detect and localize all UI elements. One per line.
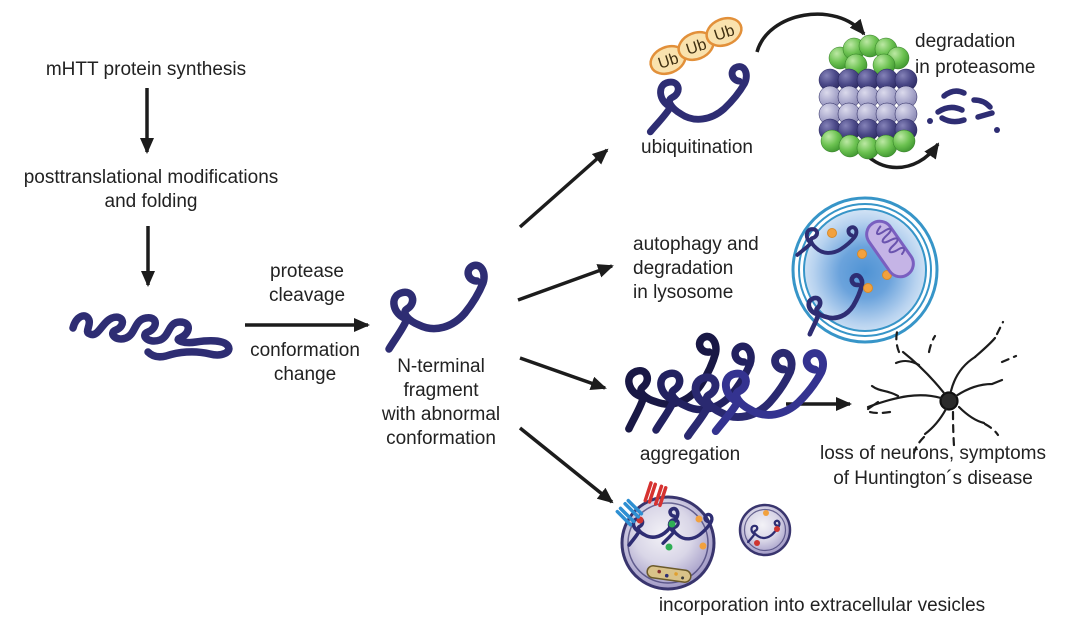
n-terminal-fragment — [389, 265, 484, 349]
arrow-to-ubiquitination — [518, 148, 609, 229]
n-terminal-line-2: fragment — [403, 380, 479, 401]
degradation-line-1: degradation — [915, 31, 1016, 52]
n-terminal-line-3: with abnormal — [381, 404, 501, 425]
autophagy-line-1: autophagy and — [633, 234, 759, 255]
mitochondria — [865, 219, 915, 279]
autophagy-line-3: in lysosome — [633, 282, 734, 303]
aggregate — [620, 336, 824, 442]
arrow-to-autophagy — [517, 264, 614, 302]
ub-label-1: Ub — [656, 50, 681, 73]
vesicle-dot-red — [754, 540, 760, 546]
synthesis-label: mHTT protein synthesis — [45, 59, 247, 80]
vesicle-dot-green — [668, 520, 676, 528]
degradation-proteasome-label: degradation in proteasome — [915, 29, 1078, 81]
protease-cleavage-label: protease cleavage — [247, 260, 367, 308]
vesicle-dot-orange — [699, 542, 707, 550]
modifications-label: posttranslational modifications and fold… — [0, 166, 302, 214]
proteasome — [818, 34, 918, 160]
ub-label-2: Ub — [684, 36, 709, 59]
ub-oval-3 — [705, 16, 743, 48]
receptor-red — [643, 481, 668, 508]
full-length-protein — [73, 316, 229, 357]
vesicle-dot-green — [665, 543, 673, 551]
arrow-to-vesicles — [518, 426, 614, 504]
conformation-line-2: change — [273, 364, 337, 385]
neuron-soma — [939, 391, 959, 411]
ubiquitin-chain: Ub Ub Ub — [649, 16, 743, 76]
protease-line-2: cleavage — [268, 285, 346, 306]
ubiquitination-label: ubiquitination — [641, 137, 753, 158]
extracellular-vesicles — [615, 481, 792, 591]
vesicles-label: incorporation into extracellular vesicle… — [658, 595, 986, 616]
lysosome — [791, 196, 939, 344]
vesicle-dot-red — [774, 526, 780, 532]
degraded-aggregate-body — [646, 565, 692, 583]
n-terminal-label: N-terminal fragment with abnormal confor… — [366, 355, 516, 451]
conformation-change-label: conformation change — [240, 339, 370, 387]
n-terminal-line-1: N-terminal — [397, 356, 485, 377]
modifications-line-1: posttranslational modifications — [23, 167, 279, 188]
vesicle-dot-orange — [695, 515, 703, 523]
n-terminal-line-4: conformation — [386, 428, 496, 449]
neuron-loss-line-2: of Huntington´s disease — [833, 468, 1033, 489]
small-vesicle — [738, 503, 792, 557]
degradation-line-2: in proteasome — [915, 57, 1036, 78]
conformation-line-1: conformation — [250, 340, 360, 361]
autophagy-label: autophagy and degradation in lysosome — [633, 233, 803, 305]
neuron-loss-label: loss of neurons, symptoms of Huntington´… — [800, 441, 1066, 491]
large-vesicle — [615, 481, 716, 591]
modifications-line-2: and folding — [104, 191, 198, 212]
receptor-blue — [615, 498, 644, 527]
autophagy-line-2: degradation — [633, 258, 734, 279]
arrow-ub-to-proteasome — [755, 12, 866, 53]
protease-line-1: protease — [270, 261, 344, 282]
flow-arrows — [140, 12, 940, 504]
aggregation-label: aggregation — [639, 444, 741, 465]
degraded-fragments — [927, 88, 1000, 133]
ub-label-3: Ub — [712, 22, 737, 45]
neuron — [866, 320, 1018, 455]
arrow-to-aggregation — [519, 356, 607, 390]
vesicle-dot-orange — [763, 510, 769, 516]
neuron-loss-line-1: loss of neurons, symptoms — [820, 443, 1046, 464]
ubiquitinated-fragment: Ub Ub Ub — [646, 16, 747, 144]
